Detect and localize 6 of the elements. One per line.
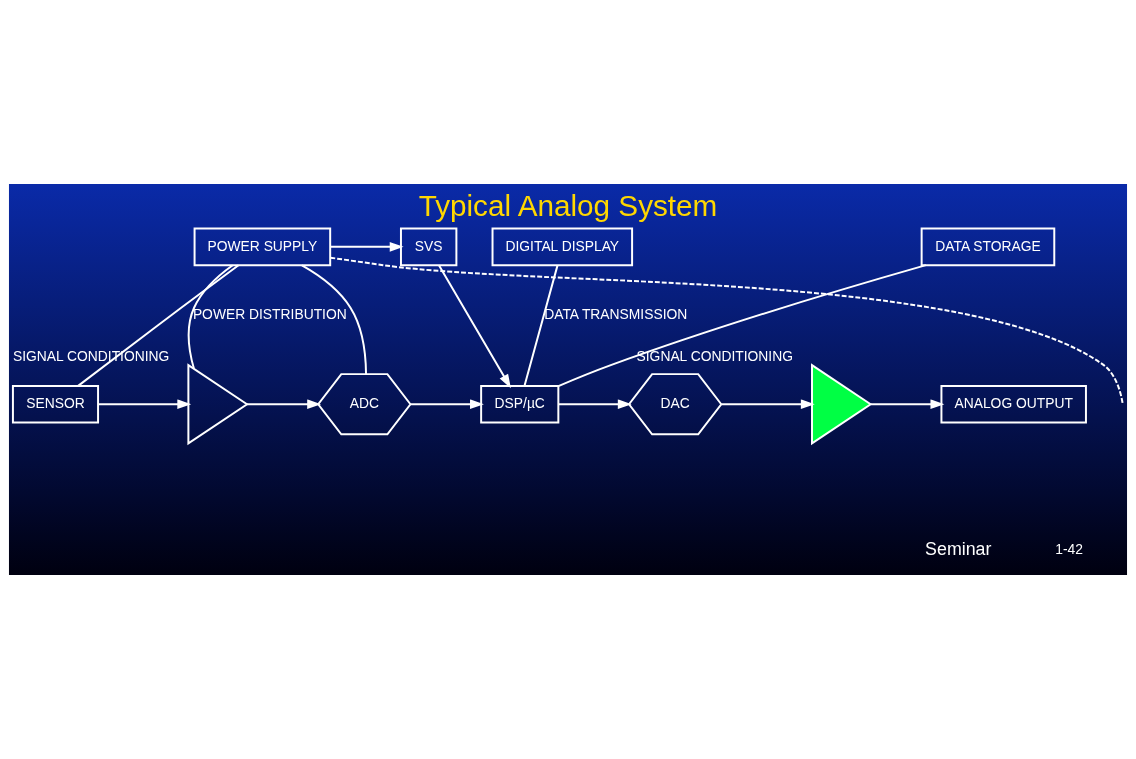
label: 1-42 <box>1055 540 1083 557</box>
edge-label: DATA TRANSMISSION <box>544 305 688 322</box>
label: Seminar <box>925 538 992 559</box>
node-label: SIGNAL CONDITIONING <box>636 348 793 365</box>
diagram-title: Typical Analog System <box>418 188 718 222</box>
edge-label: POWER DISTRIBUTION <box>192 305 347 322</box>
